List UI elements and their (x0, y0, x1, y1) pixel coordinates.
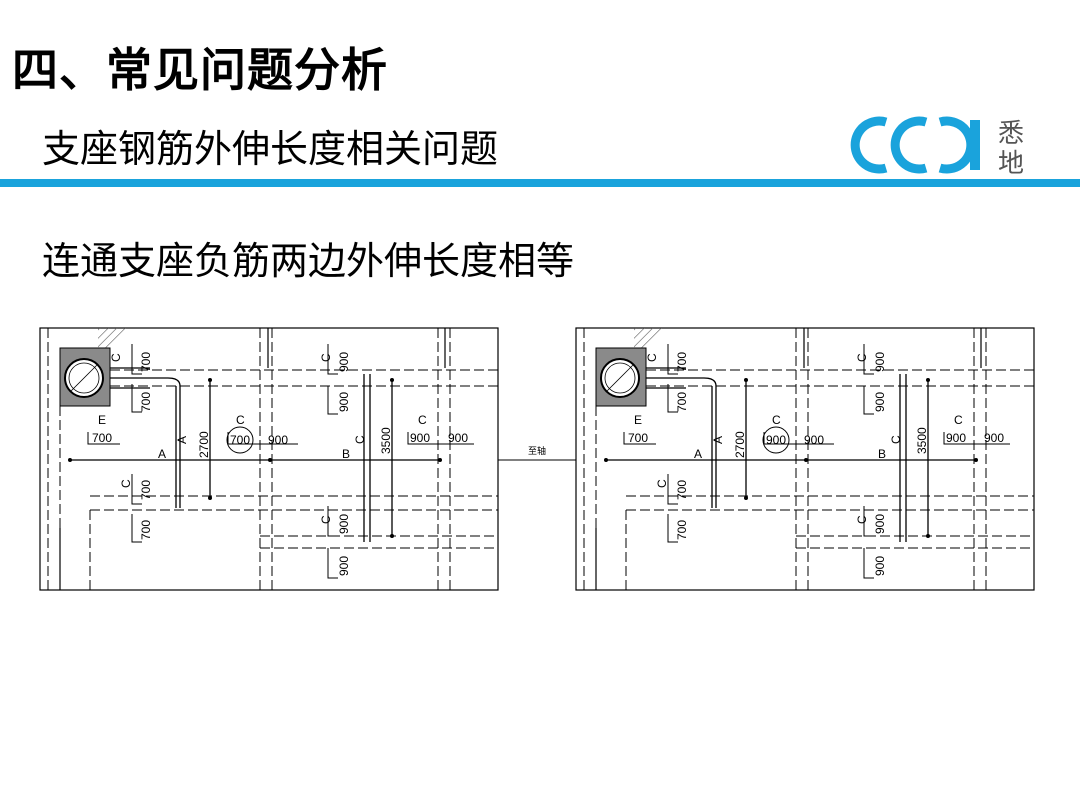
dim-label: C (109, 353, 123, 362)
dim-label: 700 (675, 520, 689, 540)
dim-label: B (342, 447, 350, 461)
dim-label: 900 (448, 431, 468, 445)
dim-label: C (954, 413, 963, 427)
logo-text-top: 悉 (998, 119, 1024, 149)
dim-label: C (319, 353, 333, 362)
dim-label: 900 (804, 433, 824, 447)
logo-bar (970, 120, 980, 170)
dim-label: 700 (139, 520, 153, 540)
section-title: 四、常见问题分析 (12, 43, 388, 97)
body-text: 连通支座负筋两边外伸长度相等 (42, 239, 575, 283)
dim-label: 900 (873, 556, 887, 576)
dim-label: C (855, 353, 869, 362)
dim-label: 700 (675, 480, 689, 500)
dim-label: 3500 (379, 427, 393, 454)
dim-label: C (855, 515, 869, 524)
dim-label: 900 (337, 514, 351, 534)
dim-label: 700 (675, 352, 689, 372)
dim-label: 700 (139, 392, 153, 412)
dim-label: E (634, 413, 642, 427)
dim-label: 700 (139, 480, 153, 500)
dim-label: 900 (873, 514, 887, 534)
dim-label: A (158, 447, 166, 461)
dim-label: C (889, 435, 903, 444)
dim-label: 900 (337, 556, 351, 576)
header-rule (0, 179, 1080, 187)
dim-label: C (418, 413, 427, 427)
dim-label: 900 (410, 431, 430, 445)
dim-label: 900 (946, 431, 966, 445)
dim-label: A (175, 436, 189, 444)
dim-label: C (353, 435, 367, 444)
logo-text-bottom: 地 (998, 149, 1024, 178)
dim-label: A (694, 447, 702, 461)
dim-label: C (772, 413, 781, 427)
dim-label: 900 (337, 352, 351, 372)
dim-label: B (878, 447, 886, 461)
left-plan: C 700 700 E 700 A 2700 C 700 900 C 700 7… (39, 327, 499, 591)
dim-label: C (119, 479, 133, 488)
dim-label: 700 (139, 352, 153, 372)
dim-label: 900 (984, 431, 1004, 445)
dim-label: 900 (268, 433, 288, 447)
connector-label: 至轴 (528, 445, 546, 457)
dim-label: 700 (628, 431, 648, 445)
dim-label: C (319, 515, 333, 524)
subtitle: 支座钢筋外伸长度相关问题 (42, 127, 499, 171)
dim-label: 900 (766, 433, 786, 447)
dim-label: 2700 (733, 431, 747, 458)
right-plan: C 700 700 E 700 A 2700 C 900 900 C 700 7… (575, 327, 1035, 591)
dim-label: C (655, 479, 669, 488)
ccdi-logo: 悉 地 (850, 116, 1024, 178)
dim-label: 700 (675, 392, 689, 412)
logo-c1 (850, 116, 888, 174)
dim-label: C (236, 413, 245, 427)
dim-label: 700 (92, 431, 112, 445)
dim-label: 900 (873, 392, 887, 412)
dim-label: 3500 (915, 427, 929, 454)
logo-c2 (890, 116, 928, 174)
dim-label: E (98, 413, 106, 427)
dim-label: 2700 (197, 431, 211, 458)
dim-label: 900 (337, 392, 351, 412)
dim-label: 700 (230, 433, 250, 447)
dim-label: C (645, 353, 659, 362)
dim-label: A (711, 436, 725, 444)
dim-label: 900 (873, 352, 887, 372)
